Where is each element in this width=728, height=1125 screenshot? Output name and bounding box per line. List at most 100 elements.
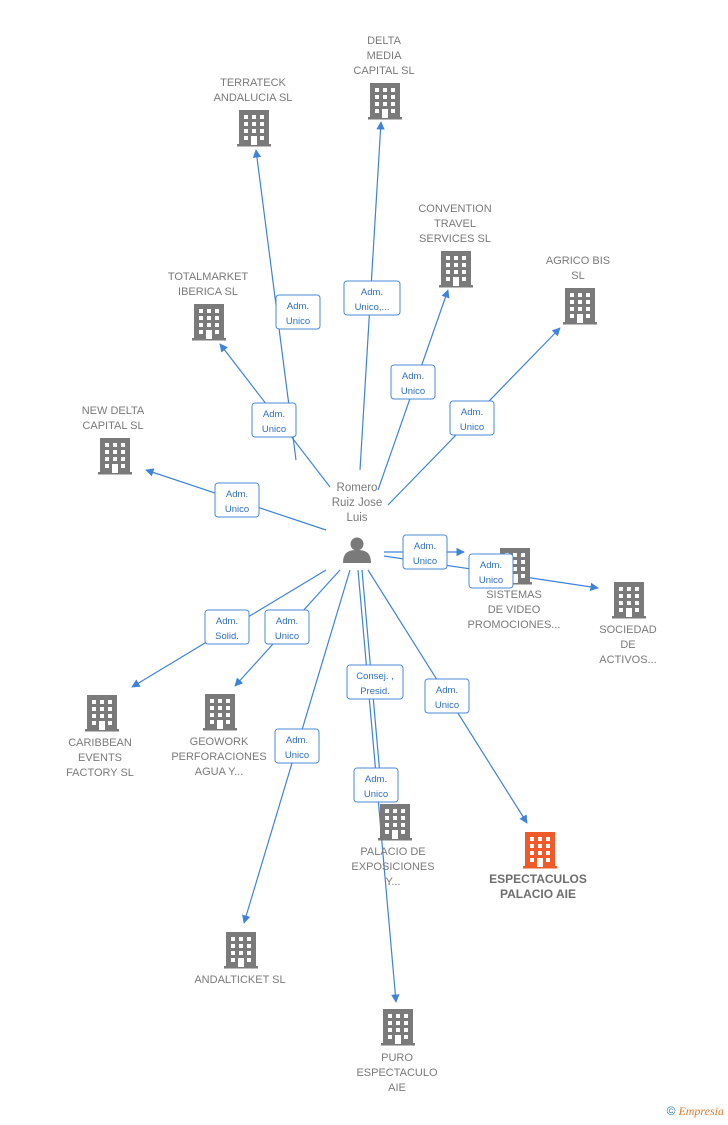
- building-icon: [203, 694, 237, 731]
- company-node-palacio-expo[interactable]: [378, 804, 412, 841]
- company-node-sociedad[interactable]: [612, 582, 646, 619]
- company-label-line: AIE: [388, 1082, 406, 1094]
- building-icon: [368, 83, 402, 120]
- company-label-line: ANDALUCIA SL: [214, 92, 293, 104]
- role-badge-espectaculos[interactable]: Adm.Unico: [424, 678, 470, 714]
- person-name-line: Romero: [337, 482, 378, 494]
- role-badge-box: [214, 482, 260, 518]
- building-icon: [224, 932, 258, 969]
- role-badge-text: Unico: [285, 750, 309, 761]
- role-badge-text: Unico: [401, 386, 425, 397]
- role-badge-text: Adm.: [480, 560, 502, 571]
- role-badge-text: Adm.: [216, 616, 238, 627]
- company-node-puro[interactable]: [381, 1009, 415, 1046]
- role-badge-box: [449, 400, 495, 436]
- role-badge-box: [402, 534, 448, 570]
- role-badge-andalticket[interactable]: Adm.Unico: [274, 728, 320, 764]
- role-badge-text: Solid.: [215, 631, 239, 642]
- role-badge-box: [343, 280, 401, 316]
- role-badge-totalmarket[interactable]: Adm.Unico: [251, 402, 297, 438]
- company-label-line: AGRICO BIS: [546, 255, 610, 267]
- company-node-convention[interactable]: [439, 251, 473, 288]
- person-name-line: Ruiz Jose: [332, 497, 383, 509]
- building-icon: [85, 695, 119, 732]
- role-badge-box: [353, 767, 399, 803]
- building-icon: [563, 288, 597, 325]
- role-badge-text: Unico: [479, 575, 503, 586]
- company-label-line: PERFORACIONES: [171, 751, 266, 763]
- role-badge-text: Adm.: [365, 774, 387, 785]
- role-badge-geowork[interactable]: Adm. Unico: [264, 609, 310, 645]
- role-badge-new-delta[interactable]: Adm.Unico: [214, 482, 260, 518]
- company-label-agrico[interactable]: AGRICO BIS SL: [546, 255, 610, 282]
- building-icon: [612, 582, 646, 619]
- building-icon: [378, 804, 412, 841]
- copyright-icon: ©: [666, 1104, 676, 1118]
- role-badge-box: [204, 609, 250, 645]
- person-name-line: Luis: [346, 512, 367, 524]
- role-badge-text: Adm.: [436, 685, 458, 696]
- role-badge-terrateck[interactable]: Adm.Unico: [275, 294, 321, 330]
- building-icon: [439, 251, 473, 288]
- role-badge-caribbean[interactable]: Adm. Solid.: [204, 609, 250, 645]
- role-badge-box: [264, 609, 310, 645]
- role-badge-text: Consej. ,: [356, 671, 394, 682]
- company-node-espectaculos[interactable]: [523, 832, 557, 869]
- building-icon: [381, 1009, 415, 1046]
- company-label-line: PALACIO AIE: [500, 887, 576, 901]
- company-label-line: ESPECTACULOS: [489, 872, 587, 886]
- role-badge-sociedad[interactable]: Adm. Unico: [468, 553, 514, 589]
- role-badge-agrico[interactable]: Adm.Unico: [449, 400, 495, 436]
- company-label-line: PURO: [381, 1052, 413, 1064]
- company-node-terrateck[interactable]: [237, 110, 271, 147]
- role-badge-delta-media[interactable]: Adm.Unico,...: [343, 280, 401, 316]
- role-badge-text: Adm.: [276, 616, 298, 627]
- company-node-totalmarket[interactable]: [192, 304, 226, 341]
- company-label-line: DE: [620, 639, 635, 651]
- company-label-line: ESPECTACULO: [356, 1067, 438, 1079]
- company-label-line: ANDALTICKET SL: [194, 974, 285, 986]
- role-badge-palacio-expo[interactable]: Consej. ,Presid.: [346, 664, 404, 700]
- role-badge-box: [468, 553, 514, 589]
- company-node-caribbean[interactable]: [85, 695, 119, 732]
- role-badge-box: [346, 664, 404, 700]
- company-node-andalticket[interactable]: [224, 932, 258, 969]
- company-label-andalticket[interactable]: ANDALTICKET SL: [194, 974, 285, 986]
- company-label-line: EVENTS: [78, 752, 122, 764]
- company-node-agrico[interactable]: [563, 288, 597, 325]
- company-label-line: SL: [571, 270, 584, 282]
- role-badge-sistemas[interactable]: Adm.Unico: [402, 534, 448, 570]
- company-label-line: SISTEMAS: [486, 589, 542, 601]
- company-label-line: DELTA: [367, 35, 401, 47]
- company-label-line: EXPOSICIONES: [351, 861, 434, 873]
- company-node-delta-media[interactable]: [368, 83, 402, 120]
- role-badge-convention[interactable]: Adm. Unico: [390, 364, 436, 400]
- role-badge-text: Unico: [275, 631, 299, 642]
- role-badge-text: Adm.: [402, 371, 424, 382]
- company-label-puro[interactable]: PURO ESPECTACULO AIE: [356, 1052, 438, 1094]
- company-label-line: GEOWORK: [190, 736, 249, 748]
- company-node-geowork[interactable]: [203, 694, 237, 731]
- role-badge-box: [251, 402, 297, 438]
- role-badge-box: [274, 728, 320, 764]
- company-node-new-delta[interactable]: [98, 438, 132, 475]
- role-badge-puro[interactable]: Adm.Unico: [353, 767, 399, 803]
- company-label-line: CAPITAL SL: [82, 420, 143, 432]
- company-label-line: IBERICA SL: [178, 286, 238, 298]
- role-badge-text: Unico: [262, 424, 286, 435]
